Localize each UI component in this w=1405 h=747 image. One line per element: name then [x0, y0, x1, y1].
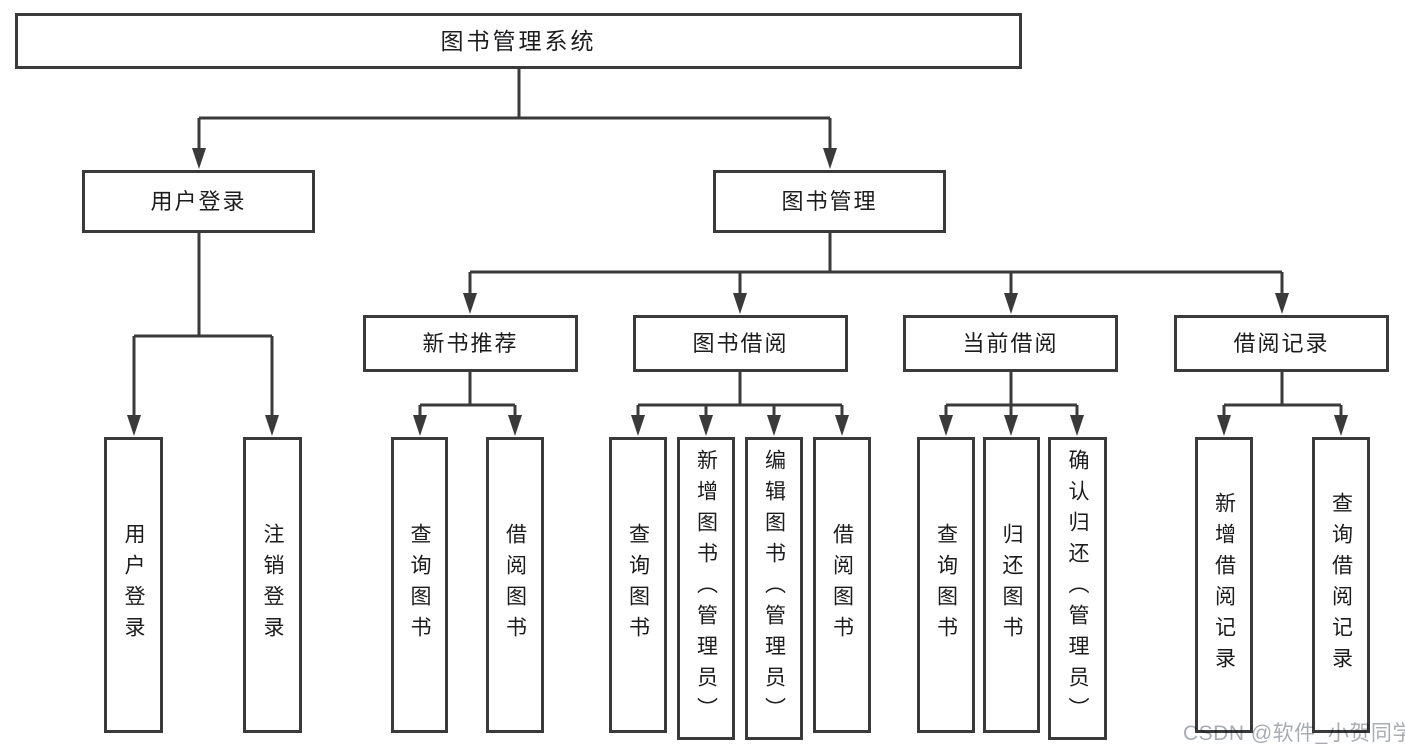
connector-root-to-level2	[192, 69, 837, 169]
leaf-query-books-current: 查询图书	[917, 437, 975, 733]
arrowhead-icon	[823, 148, 837, 169]
node-label: 新书推荐	[422, 330, 519, 356]
connector-current-borrow-to-leaves	[939, 372, 1084, 436]
node-label: 查询图书	[626, 523, 650, 647]
arrowhead-icon	[1217, 415, 1231, 436]
node-label: 编辑图书（管理员）	[762, 449, 786, 728]
node-label: 借阅记录	[1233, 330, 1330, 356]
arrowhead-icon	[508, 415, 522, 436]
leaf-logout: 注销登录	[243, 437, 302, 733]
leaf-user-login: 用户登录	[104, 437, 163, 733]
leaf-edit-books-admin: 编辑图书（管理员）	[745, 437, 803, 740]
arrowhead-icon	[413, 415, 427, 436]
leaf-return-books: 归还图书	[983, 437, 1040, 733]
arrowhead-icon	[265, 415, 279, 436]
arrowhead-icon	[767, 415, 781, 436]
connector-book-borrow-to-leaves	[631, 372, 849, 436]
leaf-borrow-books-rec: 借阅图书	[486, 437, 544, 733]
node-label: 图书借阅	[692, 330, 789, 356]
connector-borrow-record-to-leaves	[1217, 372, 1348, 436]
arrowhead-icon	[1004, 293, 1018, 314]
node-label: 用户登录	[150, 188, 247, 214]
node-current-borrowing: 当前借阅	[903, 315, 1118, 372]
leaf-query-borrow-record: 查询借阅记录	[1312, 437, 1370, 733]
csdn-watermark: CSDN @软件_小贺同学	[1183, 722, 1405, 745]
node-label: 借阅图书	[503, 523, 527, 647]
connector-new-book-rec-to-leaves	[413, 372, 522, 436]
arrowhead-icon	[939, 415, 953, 436]
node-new-book-recommendation: 新书推荐	[363, 315, 578, 372]
arrowhead-icon	[835, 415, 849, 436]
node-label: 当前借阅	[962, 330, 1059, 356]
node-borrowing-records: 借阅记录	[1174, 315, 1389, 372]
node-label: 用户登录	[122, 523, 145, 647]
node-label: 查询图书	[408, 523, 431, 647]
arrowhead-icon	[1070, 415, 1084, 436]
arrowhead-icon	[463, 293, 477, 314]
node-label: 新增图书（管理员）	[694, 449, 718, 728]
node-user-login: 用户登录	[82, 170, 315, 233]
leaf-query-books-rec: 查询图书	[391, 437, 448, 733]
arrowhead-icon	[192, 148, 206, 169]
leaf-borrow-books: 借阅图书	[813, 437, 871, 733]
leaf-confirm-return-admin: 确认归还（管理员）	[1048, 437, 1107, 740]
arrowhead-icon	[1334, 415, 1348, 436]
node-book-management: 图书管理	[713, 170, 946, 233]
arrowhead-icon	[1275, 293, 1289, 314]
arrowhead-icon	[699, 415, 713, 436]
node-label: 新增借阅记录	[1212, 492, 1236, 678]
connector-user-login-to-leaves	[127, 233, 279, 436]
arrowhead-icon	[1004, 415, 1018, 436]
leaf-query-books-borrow: 查询图书	[609, 437, 667, 733]
node-label: 注销登录	[261, 523, 284, 647]
node-label: 查询借阅记录	[1329, 492, 1353, 678]
node-book-borrowing: 图书借阅	[633, 315, 848, 372]
node-label: 归还图书	[1000, 523, 1023, 647]
arrowhead-icon	[733, 293, 747, 314]
leaf-add-books-admin: 新增图书（管理员）	[677, 437, 735, 740]
arrowhead-icon	[631, 415, 645, 436]
connector-book-management-to-level3	[463, 233, 1289, 314]
node-label: 查询图书	[934, 523, 958, 647]
node-library-management-system: 图书管理系统	[15, 13, 1022, 69]
node-label: 确认归还（管理员）	[1066, 449, 1089, 728]
node-label: 图书管理	[781, 188, 878, 214]
node-label: 图书管理系统	[440, 27, 597, 54]
leaf-add-borrow-record: 新增借阅记录	[1195, 437, 1253, 733]
arrowhead-icon	[127, 415, 141, 436]
node-label: 借阅图书	[830, 523, 854, 647]
